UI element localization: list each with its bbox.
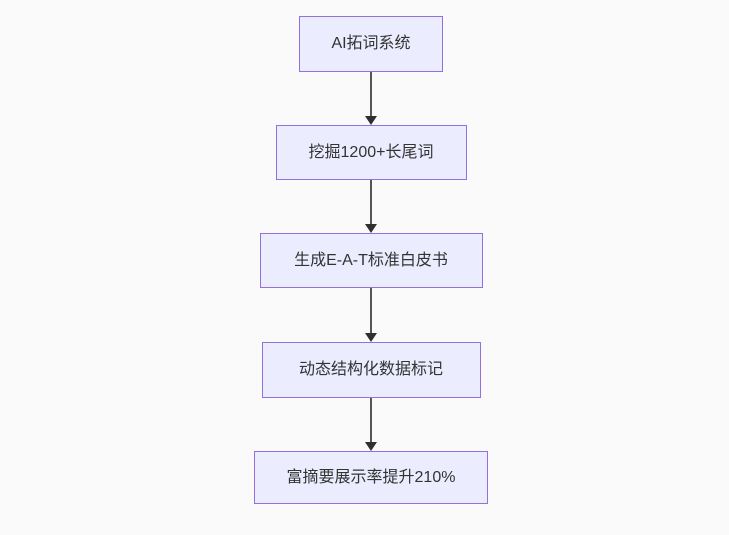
arrow-down-icon <box>365 333 377 342</box>
arrow-line <box>370 398 372 442</box>
node-label: 挖掘1200+长尾词 <box>308 143 434 161</box>
flowchart-node-step4: 动态结构化数据标记 <box>261 342 481 398</box>
node-label: 动态结构化数据标记 <box>298 361 443 379</box>
arrow-line <box>370 288 372 333</box>
flowchart-column: AI拓词系统 挖掘1200+长尾词 生成E-A-T标准白皮书 动态结构化数据标记 <box>254 16 488 504</box>
arrow-down-icon <box>365 116 377 125</box>
arrow-connector <box>364 72 378 125</box>
node-label: AI拓词系统 <box>331 35 411 53</box>
flowchart-node-step2: 挖掘1200+长尾词 <box>275 125 467 180</box>
arrow-connector <box>364 288 378 342</box>
node-label: 富摘要展示率提升210% <box>286 468 456 486</box>
arrow-connector <box>364 398 378 451</box>
arrow-down-icon <box>365 442 377 451</box>
arrow-connector <box>364 180 378 233</box>
flowchart-node-step5: 富摘要展示率提升210% <box>254 451 488 504</box>
flowchart-node-step1: AI拓词系统 <box>299 16 443 72</box>
arrow-line <box>370 180 372 224</box>
arrow-down-icon <box>365 224 377 233</box>
flowchart-node-step3: 生成E-A-T标准白皮书 <box>259 233 483 288</box>
arrow-line <box>370 72 372 116</box>
node-label: 生成E-A-T标准白皮书 <box>294 251 448 269</box>
